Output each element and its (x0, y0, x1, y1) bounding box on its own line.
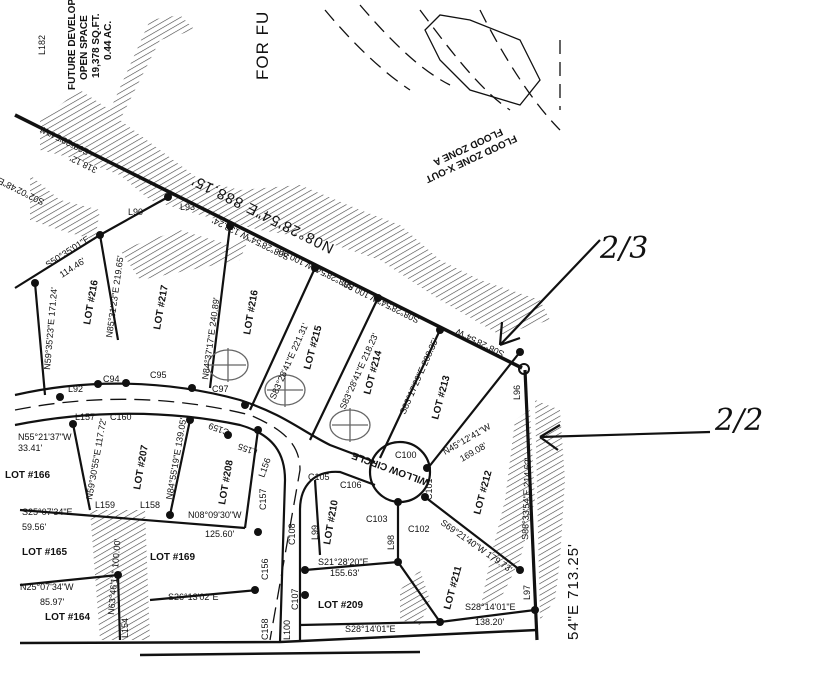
east-boundary-bearing: 54"E 713.25' (565, 543, 582, 640)
open-space-line: FUTURE DEVELOPMENT (67, 0, 78, 90)
flood-zone-dashes (324, 4, 561, 131)
survey-label: N59°30'55"E 117.72' (84, 417, 108, 500)
survey-label: L90 (128, 207, 143, 217)
survey-label: C97 (212, 384, 229, 394)
survey-label: C156 (260, 558, 270, 580)
flood-hatch-left (30, 175, 100, 240)
lot-label: LOT #164 (45, 612, 90, 623)
survey-label: 33.41' (18, 443, 43, 453)
lot-label: LOT #217 (152, 284, 171, 331)
survey-label: 59.56' (22, 522, 47, 532)
flood-hatch-far-east (535, 400, 565, 620)
south-boundary-line (19, 628, 538, 657)
open-space-line: 0.44 AC. (103, 21, 114, 60)
flood-hatch-top (40, 15, 550, 335)
survey-label: 155.63' (330, 568, 360, 578)
survey-label: N55°21'37"W (18, 432, 72, 442)
survey-label: L159 (95, 500, 115, 510)
survey-label: S28°14'01"E (345, 624, 396, 634)
survey-label: N59°35'23"E 171.24' (42, 287, 59, 371)
lot-label: LOT #165 (22, 547, 67, 558)
curve-labels: L90 L92 C94 C95 C97 L93 C100 C101 C102 C… (68, 202, 532, 640)
survey-label: N25°07'34"W (20, 582, 74, 592)
open-space-label: FUTURE DEVELOPMENT OPEN SPACE 19,378 SQ.… (67, 0, 114, 90)
arrow-2-3 (498, 239, 601, 347)
survey-label: N08°09'30"W (188, 510, 242, 520)
open-space-line: OPEN SPACE (79, 15, 90, 80)
survey-label: C102 (408, 524, 430, 534)
lot-label: LOT #213 (430, 374, 452, 421)
road-centerline (14, 398, 301, 641)
survey-label: L92 (68, 384, 83, 394)
flood-hatch-se (400, 570, 430, 625)
survey-label: C160 (110, 412, 132, 422)
survey-label: C94 (103, 374, 120, 384)
open-space-tag: L182 (37, 35, 47, 55)
corner-monument (518, 363, 530, 375)
survey-label: S21°28'20"E (318, 557, 369, 567)
annotation-2-3: 2/3 (599, 231, 648, 266)
survey-label: C157 (258, 488, 268, 510)
annotation-2-2: 2/2 (714, 403, 763, 438)
survey-label: S25°07'34"E (22, 507, 73, 517)
lot-label: LOT #216 (242, 289, 261, 336)
flood-hatch-east (480, 410, 535, 610)
survey-label: L98 (386, 535, 396, 550)
survey-label: C95 (150, 370, 167, 380)
lot-label: LOT #208 (217, 459, 236, 506)
flood-zone-label: FLOOD ZONE X-OUT FLOOD ZONE A (424, 126, 519, 185)
lot-label: LOT #169 (150, 552, 195, 563)
survey-label: S88°33'54"E 214.52' (520, 457, 533, 540)
tree-symbols (207, 348, 371, 442)
lot-label: LOT #207 (132, 444, 151, 491)
future-label: FOR FU (253, 11, 272, 80)
road-south-edge (14, 412, 287, 643)
lot-label: LOT #209 (318, 600, 363, 611)
road-inner-edge (298, 470, 376, 640)
arrow-2-2 (539, 424, 711, 451)
lot-corner-points (31, 193, 539, 626)
survey-label: C106 (340, 480, 362, 490)
open-space-line: 19,378 SQ.FT. (91, 13, 102, 78)
lot-label: LOT #212 (472, 469, 494, 516)
survey-label: L100 (282, 620, 292, 640)
lot-label: LOT #216 (82, 279, 101, 326)
east-boundary-line (523, 369, 539, 641)
flood-hatch-mid (120, 230, 250, 280)
flood-zone-outline (424, 14, 541, 106)
north-boundary-line (14, 113, 523, 370)
survey-label: C108 (287, 523, 297, 545)
survey-label: S08°28'54"W 100.88' (340, 278, 421, 325)
survey-label: C100 (395, 450, 417, 460)
survey-label: C107 (290, 588, 300, 610)
survey-label: L96 (512, 385, 522, 400)
survey-label: L99 (310, 525, 320, 540)
survey-label: C101 (424, 478, 434, 500)
survey-label: N85°31'23"E 219.65' (104, 255, 125, 339)
survey-label: C105 (308, 472, 330, 482)
lot-label: LOT #211 (442, 565, 464, 611)
survey-label: 85.97' (40, 597, 65, 607)
survey-label: S26°13'02"E (168, 592, 219, 602)
survey-label: S28°14'01"E (465, 602, 516, 612)
survey-label: L93 (180, 202, 195, 212)
survey-label: 138.20' (475, 617, 505, 627)
street-name: WILLOW CIRCLE (350, 449, 431, 487)
road-north-edge (14, 382, 376, 464)
survey-label: N84°37'17"E 240.89' (200, 297, 221, 381)
lot-label: LOT #166 (5, 470, 50, 481)
survey-label: L154 (120, 618, 130, 638)
survey-label: C158 (260, 618, 270, 640)
survey-label: L157 (75, 412, 95, 422)
survey-label: L156 (256, 456, 272, 478)
survey-label: C103 (366, 514, 388, 524)
survey-label: L97 (522, 585, 532, 600)
lot-label: LOT #210 (322, 499, 341, 546)
survey-label: L158 (140, 500, 160, 510)
survey-label: 125.60' (205, 529, 235, 539)
